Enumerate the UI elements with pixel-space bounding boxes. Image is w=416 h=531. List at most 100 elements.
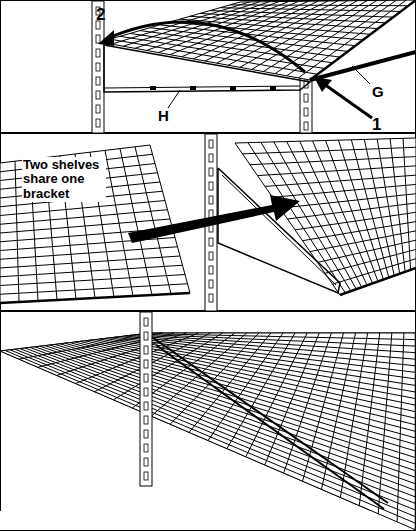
upright-slot [96, 35, 100, 43]
upright-slot [209, 280, 213, 288]
upright-slot [209, 238, 213, 246]
upright-slot [304, 122, 308, 130]
upright-slot [144, 388, 148, 396]
upright-slot [209, 182, 213, 190]
upright-slot [144, 402, 148, 410]
shelf-wire [359, 333, 379, 506]
upright-slot [209, 196, 213, 204]
shelf-wire [265, 175, 416, 186]
shelf-wire [243, 147, 416, 154]
shelf-wire [0, 275, 185, 286]
shelf-wire [0, 265, 183, 277]
shelf-front-lip-G [310, 52, 416, 80]
shelf-wire [288, 203, 416, 219]
upright-slot [209, 140, 213, 148]
upright-slot [96, 119, 100, 127]
upright-slot [96, 77, 100, 85]
upright-slot [304, 108, 308, 116]
panel-step-3 [0, 311, 416, 531]
upright-slot [144, 374, 148, 382]
upright-slot [144, 416, 148, 424]
upright-slot [144, 458, 148, 466]
shelf-wire [287, 0, 397, 76]
bracket-tab [270, 86, 276, 90]
shelf-wire [57, 333, 187, 375]
rotate-arrow [104, 22, 305, 72]
note-text: Two shelves share one bracket [22, 157, 106, 202]
upright-slot [144, 332, 148, 340]
wire-shelf-right-ground [235, 138, 416, 295]
shelf-wire [415, 333, 416, 530]
shelf-wire [0, 333, 150, 351]
shelf-wire [295, 212, 416, 230]
arrow-head [98, 30, 114, 46]
wire-shelf-ground [100, 0, 416, 80]
wire-shelf [100, 0, 416, 80]
panel-step-1 [0, 0, 416, 133]
shelf-wire [303, 333, 344, 481]
shelf-wire [310, 0, 416, 80]
upright-slot [304, 94, 308, 102]
wire-shelf [0, 333, 416, 530]
shelf-wire [250, 157, 416, 165]
shelf-wire [235, 138, 416, 143]
wire-shelf-left-ground [0, 145, 190, 303]
shelf-wire [263, 0, 377, 71]
callout-number: 2 [96, 6, 105, 25]
shared-bracket [218, 168, 340, 293]
leader-line [352, 66, 370, 84]
upright-slot [96, 49, 100, 57]
shelf-wire [325, 249, 416, 273]
upright-slot [144, 430, 148, 438]
shelf-wire [340, 268, 416, 295]
shelf-wire [76, 333, 199, 384]
wire-shelf-ground [0, 333, 416, 530]
upright-standard [140, 312, 152, 486]
ground [0, 511, 416, 530]
upright-slot [96, 63, 100, 71]
part-letter: H [158, 108, 169, 125]
upright-slot [96, 105, 100, 113]
bracket-tab [230, 86, 236, 90]
callout-number: 1 [372, 116, 381, 135]
upright-slot [144, 318, 148, 326]
upright-slot [144, 444, 148, 452]
upright-slot [209, 168, 213, 176]
shelf-wire [415, 333, 416, 530]
bracket-tab [150, 86, 156, 90]
upright-slot [209, 266, 213, 274]
bracket-rail [156, 345, 384, 509]
part-letter: G [372, 84, 384, 101]
bracket-tab [190, 86, 196, 90]
shelf-wire [397, 333, 404, 522]
shelf-wire [378, 333, 392, 514]
shelf-wire [0, 284, 188, 295]
shelf-wire [0, 247, 178, 260]
shelf-wire [303, 222, 416, 241]
push-arrow [324, 84, 372, 118]
shelf-wire [246, 333, 307, 457]
shelf-wire [189, 333, 271, 432]
shelf-wire [252, 1, 367, 70]
pointer-arrow [128, 195, 300, 243]
shelf-wire [113, 333, 222, 400]
shelf-wire [310, 231, 416, 252]
bracket-rail [152, 337, 388, 503]
shelf-wire [318, 240, 416, 262]
shared-bracket [222, 175, 336, 285]
shelf-wire [273, 184, 416, 197]
shelf-wire [0, 293, 190, 303]
shelf-wire [0, 210, 168, 225]
arrow-head [314, 77, 332, 92]
shelf-wire [321, 333, 355, 489]
wire-shelf-right [235, 138, 416, 295]
upright-slot [144, 472, 148, 480]
upright-slot [96, 91, 100, 99]
wire-shelf [0, 333, 416, 530]
shelf-wire [0, 201, 165, 216]
shelf-wire [0, 256, 180, 268]
upright-slot [209, 252, 213, 260]
shelf-wire [258, 166, 416, 176]
upright-slot [144, 360, 148, 368]
